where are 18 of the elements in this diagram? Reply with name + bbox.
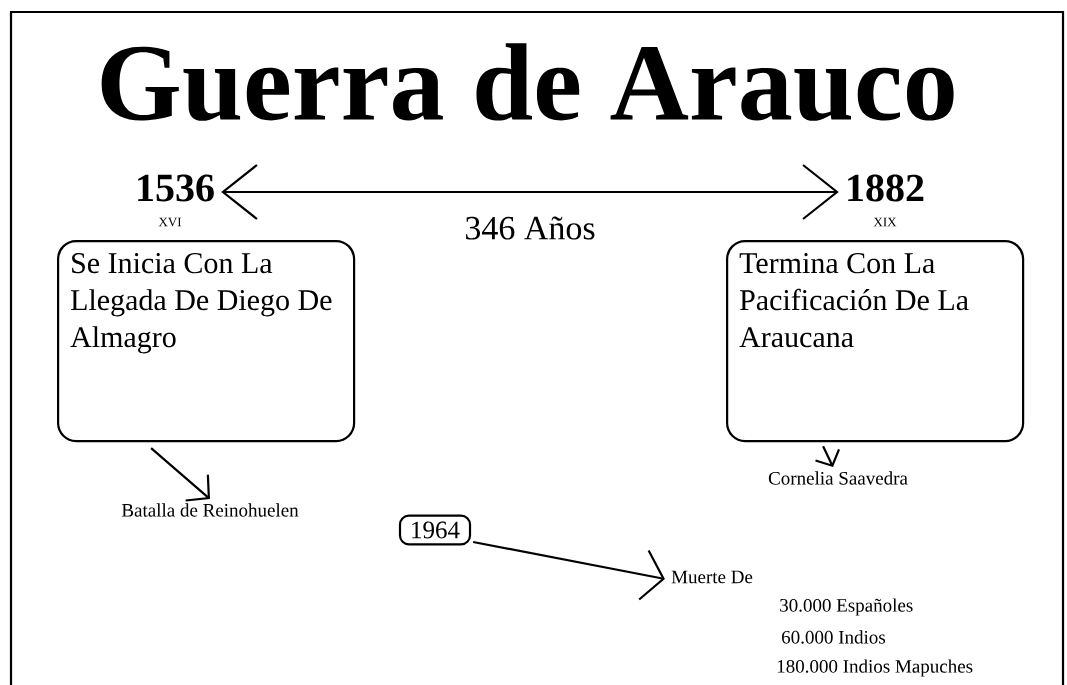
arrow: [221, 164, 839, 220]
count-label: 60.000 Indios: [782, 630, 886, 644]
text-box: Termina Con La Pacificación De La Araucana: [726, 240, 1025, 443]
century-label: XVI: [158, 217, 182, 227]
arrow: [472, 540, 665, 601]
title: Guerra de Arauco: [101, 43, 954, 121]
year-label: 1536: [138, 174, 214, 202]
edge-label: 346 Años: [466, 216, 595, 240]
text-box: Se Inicia Con La Llegada De Diego De Almagro: [57, 240, 356, 443]
arrow: [150, 447, 210, 502]
count-label: 30.000 Españoles: [780, 598, 913, 616]
node-text: Cornelia Saavedra: [768, 471, 908, 485]
node-text: Batalla de Reinohuelen: [121, 503, 299, 517]
count-label: 180.000 Indios Mapuches: [777, 659, 973, 677]
node-text: Muerte De: [671, 570, 753, 584]
year-label: 1882: [848, 174, 924, 202]
century-label: XIX: [873, 217, 897, 227]
year-box: 1964: [398, 514, 472, 546]
